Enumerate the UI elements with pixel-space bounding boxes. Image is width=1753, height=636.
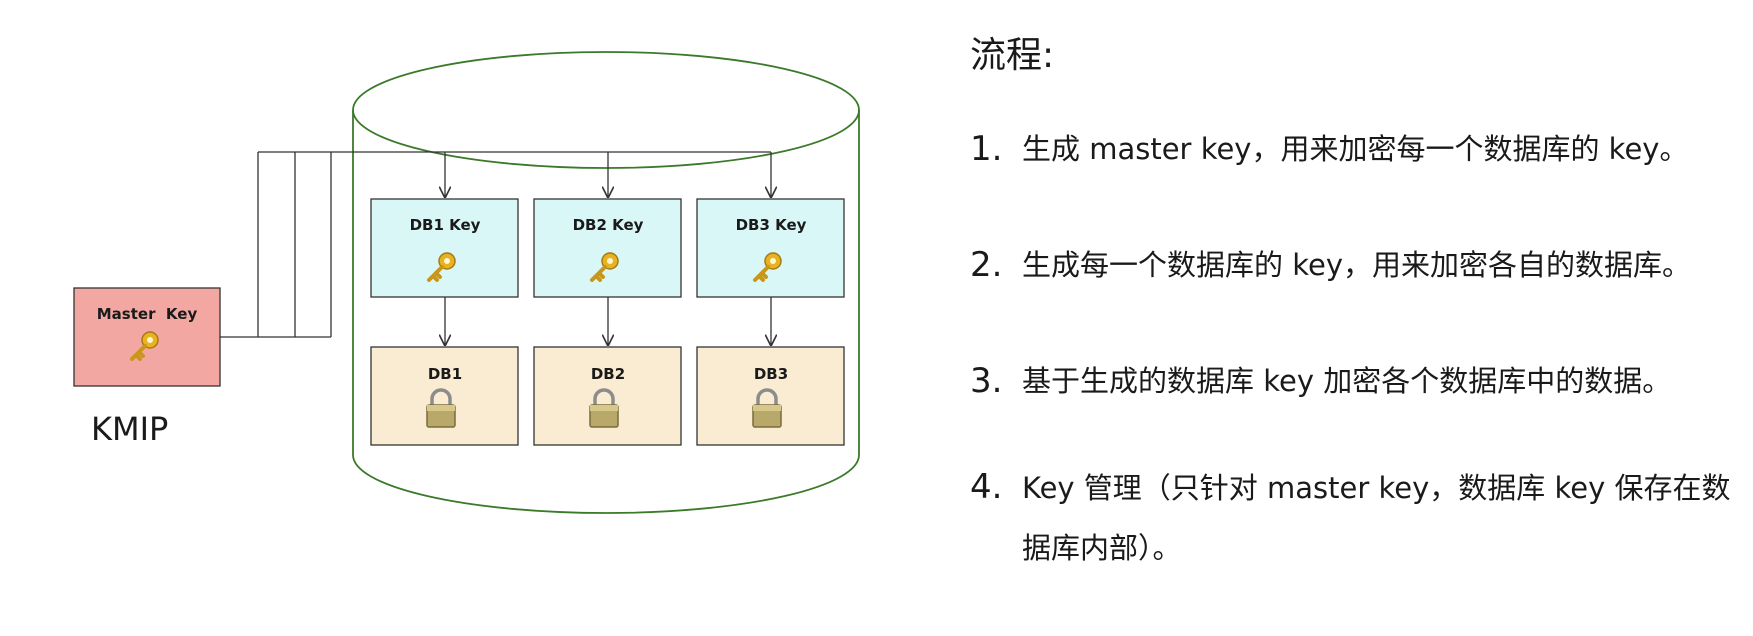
step-number: 1. <box>970 129 1003 169</box>
database-cylinder <box>352 51 860 514</box>
step-number: 2. <box>970 245 1003 285</box>
db-box-1: DB1 <box>370 346 519 446</box>
db-key-label: DB3 Key <box>736 216 807 234</box>
key-arrows <box>445 152 771 197</box>
step-text: Key 管理（只针对 master key，数据库 key 保存在数据库内部）。 <box>1022 471 1731 565</box>
flow-step-4: 4. Key 管理（只针对 master key，数据库 key 保存在数据库内… <box>970 458 1750 578</box>
step-text: 生成每一个数据库的 key，用来加密各自的数据库。 <box>1022 248 1691 282</box>
db-label: DB2 <box>591 365 625 383</box>
db-box-3: DB3 <box>696 346 845 446</box>
db-arrows <box>445 297 771 345</box>
kmip-label: KMIP <box>91 410 168 448</box>
db-key-label: DB1 Key <box>410 216 481 234</box>
master-key-label: Master Key <box>97 305 198 323</box>
flow-title: 流程: <box>970 35 1055 76</box>
db-key-box-2: DB2 Key <box>533 198 682 298</box>
flow-step-2: 2. 生成每一个数据库的 key，用来加密各自的数据库。 <box>970 236 1750 294</box>
step-text: 基于生成的数据库 key 加密各个数据库中的数据。 <box>1022 364 1672 398</box>
step-number: 4. <box>970 467 1003 507</box>
flow-step-3: 3. 基于生成的数据库 key 加密各个数据库中的数据。 <box>970 352 1750 410</box>
db-key-box-1: DB1 Key <box>370 198 519 298</box>
db-label: DB1 <box>428 365 462 383</box>
step-text: 生成 master key，用来加密每一个数据库的 key。 <box>1022 132 1689 166</box>
flow-panel: 流程: 1. 生成 master key，用来加密每一个数据库的 key。 2.… <box>970 30 1750 636</box>
db-box-2: DB2 <box>533 346 682 446</box>
step-number: 3. <box>970 361 1003 401</box>
db-key-label: DB2 Key <box>573 216 644 234</box>
flow-step-1: 1. 生成 master key，用来加密每一个数据库的 key。 <box>970 120 1750 178</box>
encryption-diagram: Master Key KMIP DB1 Key DB2 Key DB3 Key <box>73 51 860 514</box>
db-key-box-3: DB3 Key <box>696 198 845 298</box>
db-label: DB3 <box>754 365 788 383</box>
master-key-connectors <box>220 151 771 338</box>
master-key-box: Master Key <box>73 287 221 387</box>
